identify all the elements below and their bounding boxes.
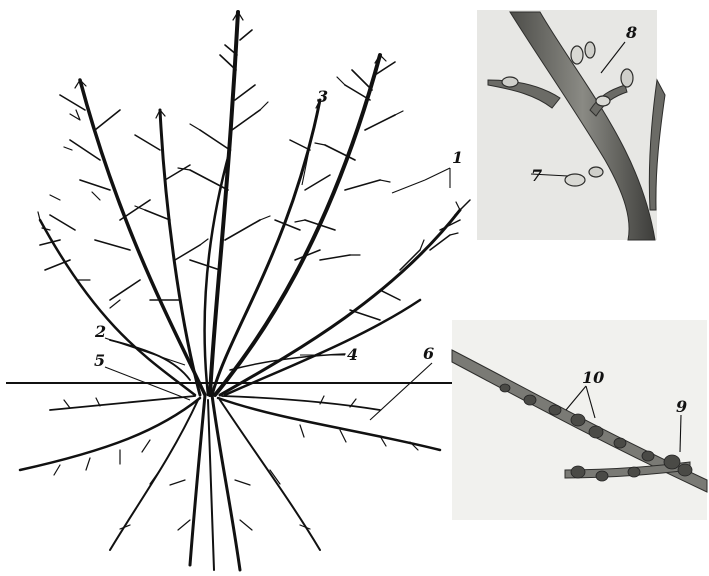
label-9: 9 (676, 399, 687, 415)
photo-panel-bottom (452, 320, 707, 520)
label-5: 5 (94, 353, 105, 369)
label-2: 2 (95, 324, 106, 340)
label-3: 3 (317, 89, 328, 105)
label-6: 6 (423, 346, 434, 362)
label-8: 8 (626, 25, 637, 41)
leader-2 (105, 338, 185, 365)
leader-3 (302, 106, 318, 185)
photo-panel-top (477, 10, 665, 240)
leader-1b (392, 180, 425, 193)
label-10: 10 (582, 370, 604, 386)
leader-1a (425, 168, 450, 180)
label-7: 7 (531, 168, 542, 184)
label-1: 1 (452, 150, 463, 166)
leader-6 (370, 363, 432, 420)
root-system (20, 395, 440, 570)
label-4: 4 (347, 347, 358, 363)
